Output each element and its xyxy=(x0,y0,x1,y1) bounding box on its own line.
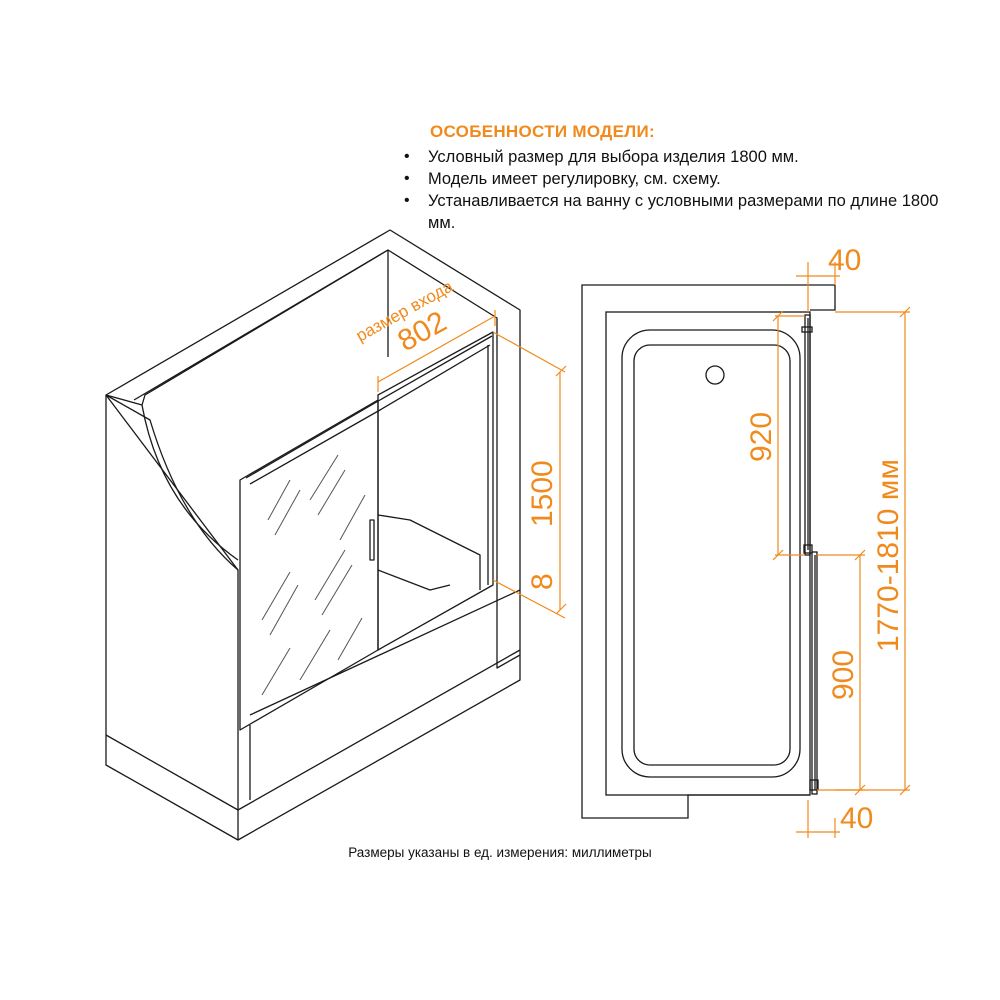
gap-value: 8 xyxy=(526,573,559,590)
lower-glass-panel xyxy=(811,551,818,795)
bathtub-3d-view xyxy=(105,229,521,841)
glass-panel-front xyxy=(239,399,379,731)
features-block: ОСОБЕННОСТИ МОДЕЛИ: Условный размер для … xyxy=(400,122,960,234)
feature-item: Устанавливается на ванну с условными раз… xyxy=(404,190,960,234)
bottom-wall-value: 40 xyxy=(840,802,873,835)
wall-top-rim xyxy=(105,229,521,669)
features-title: ОСОБЕННОСТИ МОДЕЛИ: xyxy=(430,122,655,141)
wall-outline xyxy=(581,284,835,819)
left-dimensions xyxy=(377,310,567,619)
height-value: 1500 xyxy=(526,460,559,527)
tub-basin-inner xyxy=(633,344,791,766)
total-range-value: 1770-1810 мм xyxy=(872,459,905,652)
units-footnote: Размеры указаны в ед. измерения: миллиме… xyxy=(348,845,652,860)
features-list: Условный размер для выбора изделия 1800 … xyxy=(400,146,960,234)
upper-panel-value: 920 xyxy=(745,412,778,462)
wall-curve xyxy=(105,394,239,571)
right-dimensions xyxy=(772,262,911,838)
door-handle xyxy=(369,519,375,561)
feature-item: Условный размер для выбора изделия 1800 … xyxy=(404,146,960,168)
glass-panel-rear xyxy=(377,331,494,651)
drain-icon xyxy=(705,365,725,385)
tub-basin-outer xyxy=(621,329,801,778)
entrance-dim-line xyxy=(377,315,496,383)
lower-panel-value: 900 xyxy=(827,650,860,700)
wall-front-face xyxy=(105,394,239,841)
upper-glass-panel xyxy=(804,314,811,556)
glass-texture xyxy=(261,454,366,696)
top-wall-value: 40 xyxy=(828,244,861,277)
bathtub-top-view xyxy=(581,284,836,819)
feature-item: Модель имеет регулировку, см. схему. xyxy=(404,168,960,190)
